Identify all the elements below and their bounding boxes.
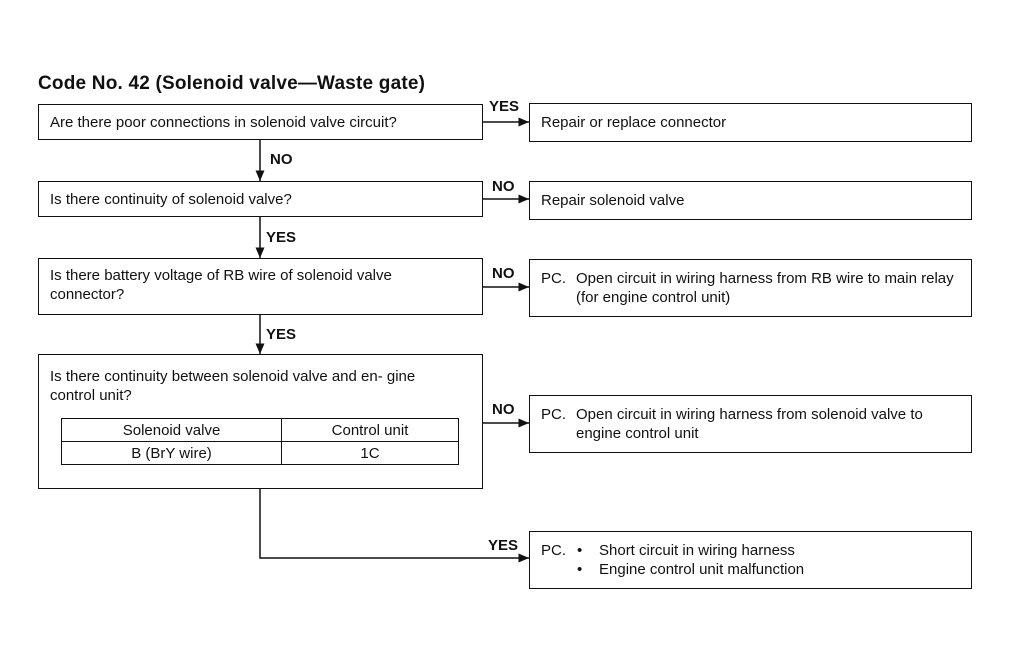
table-row: B (BrY wire) 1C <box>60 441 459 465</box>
branch-label-no: NO <box>492 265 515 282</box>
question-box-2: Is there continuity of solenoid valve? <box>38 181 483 217</box>
branch-label-yes: YES <box>266 326 297 343</box>
question-box-3: Is there battery voltage of RB wire of s… <box>38 258 483 315</box>
result-box-5: PC. • Short circuit in wiring harness • En… <box>529 531 972 589</box>
result-item-text: Short circuit in wiring harness <box>599 542 795 559</box>
result-box-3: PC. Open circuit in wiring harness from … <box>529 259 972 317</box>
question-text-2: Is there continuity of solenoid valve? <box>50 191 292 208</box>
question-box-1: Are there poor connections in solenoid v… <box>38 104 483 140</box>
result-prefix-5: PC. <box>541 542 567 559</box>
list-item: • Short circuit in wiring harness <box>577 541 961 560</box>
branch-label-no: NO <box>492 178 515 195</box>
bullet-icon: • <box>577 542 583 559</box>
branch-label-yes: YES <box>489 98 520 115</box>
result-box-4: PC. Open circuit in wiring harness from … <box>529 395 972 453</box>
result-box-2: Repair solenoid valve <box>529 181 972 220</box>
page-title: Code No. 42 (Solenoid valve—Waste gate) <box>38 73 426 94</box>
question-text-3: Is there battery voltage of RB wire of s… <box>50 267 392 303</box>
table-cell: 1C <box>281 441 459 465</box>
bullet-icon: • <box>577 561 583 578</box>
result-text-1: Repair or replace connector <box>541 114 727 131</box>
question-text-1: Are there poor connections in solenoid v… <box>50 114 397 131</box>
list-item: • Engine control unit malfunction <box>577 560 961 579</box>
result-text-2: Repair solenoid valve <box>541 192 685 209</box>
table-header-cell: Control unit <box>281 418 459 442</box>
table-cell: B (BrY wire) <box>60 441 283 465</box>
table-header-row: Solenoid valve Control unit <box>60 418 459 442</box>
continuity-table: Solenoid valve Control unit B (BrY wire)… <box>60 418 459 465</box>
result-text-4: Open circuit in wiring harness from sole… <box>576 406 923 442</box>
branch-label-yes: YES <box>488 537 519 554</box>
result-item-text: Engine control unit malfunction <box>599 561 805 578</box>
branch-label-no: NO <box>492 401 515 418</box>
arrow-q4-r5 <box>259 489 529 563</box>
branch-label-yes: YES <box>266 229 297 246</box>
result-box-1: Repair or replace connector <box>529 103 972 142</box>
branch-label-no: NO <box>270 151 293 168</box>
result-list-5: • Short circuit in wiring harness • Engine… <box>577 541 961 579</box>
result-text-3: Open circuit in wiring harness from RB w… <box>576 270 954 306</box>
table-header-cell: Solenoid valve <box>60 418 283 442</box>
question-text-4: Is there continuity between solenoid val… <box>50 368 416 404</box>
question-box-4: Is there continuity between solenoid val… <box>38 354 483 489</box>
result-prefix-3: PC. <box>541 270 567 287</box>
result-prefix-4: PC. <box>541 406 567 423</box>
